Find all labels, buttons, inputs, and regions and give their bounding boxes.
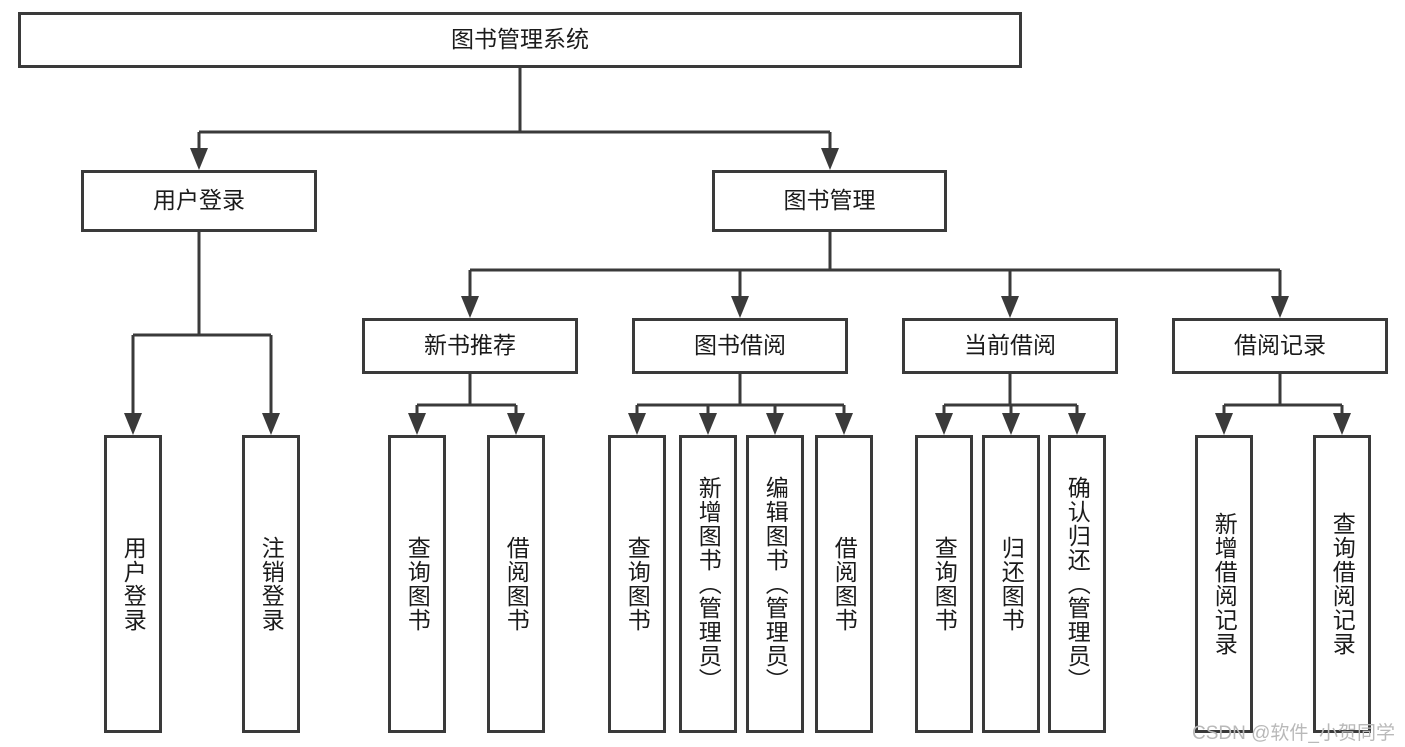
node-user-login-box[interactable] (81, 170, 317, 232)
node-book-borrow-label: 图书借阅 (694, 332, 786, 358)
arrow-group-book-borrow-3 (835, 413, 853, 435)
node-current-borrow-label: 当前借阅 (964, 332, 1056, 358)
leaf-return-book-box[interactable] (982, 435, 1040, 733)
arrow-group-book-borrow-0 (628, 413, 646, 435)
arrow-group-borrow-record-0 (1215, 413, 1233, 435)
node-new-book-recommend-label: 新书推荐 (424, 332, 516, 358)
node-new-book-recommend-box[interactable] (362, 318, 578, 374)
leaf-query-book-current-box[interactable] (915, 435, 973, 733)
node-book-management-box[interactable] (712, 170, 947, 232)
box-layer (18, 12, 1388, 733)
arrow-root-0 (190, 148, 208, 170)
arrow-group-borrow-record-1 (1333, 413, 1351, 435)
arrow-group-current-borrow-2 (1068, 413, 1086, 435)
node-root-system-box[interactable] (18, 12, 1022, 68)
leaf-user-login-box[interactable] (104, 435, 162, 733)
node-borrow-record-box[interactable] (1172, 318, 1388, 374)
connector-layer (124, 68, 1351, 435)
arrow-manage-1 (731, 296, 749, 318)
node-book-management-label: 图书管理 (784, 187, 876, 213)
node-book-borrow-box[interactable] (632, 318, 848, 374)
node-current-borrow-box[interactable] (902, 318, 1118, 374)
leaf-query-book-recommend-box[interactable] (388, 435, 446, 733)
leaf-query-borrow-record-box[interactable] (1313, 435, 1371, 733)
arrow-group-current-borrow-1 (1002, 413, 1020, 435)
node-root-system-label: 图书管理系统 (451, 26, 589, 52)
arrow-group-book-borrow-1 (699, 413, 717, 435)
node-borrow-record-label: 借阅记录 (1234, 332, 1326, 358)
leaf-add-borrow-record-box[interactable] (1195, 435, 1253, 733)
arrow-login-0 (124, 413, 142, 435)
arrow-login-1 (262, 413, 280, 435)
arrow-group-current-borrow-0 (935, 413, 953, 435)
csdn-watermark: CSDN @软件_小贺同学 (1192, 723, 1395, 744)
leaf-user-logout-box[interactable] (242, 435, 300, 733)
arrow-manage-2 (1001, 296, 1019, 318)
node-user-login-label: 用户登录 (153, 187, 245, 213)
leaf-borrow-book-recommend-box[interactable] (487, 435, 545, 733)
arrow-group-new-book-recommend-1 (507, 413, 525, 435)
arrow-group-book-borrow-2 (766, 413, 784, 435)
arrow-root-1 (821, 148, 839, 170)
leaf-borrow-book-borrow-box[interactable] (815, 435, 873, 733)
leaf-add-book-admin-box[interactable] (679, 435, 737, 733)
arrow-group-new-book-recommend-0 (408, 413, 426, 435)
leaf-confirm-return-admin-box[interactable] (1048, 435, 1106, 733)
arrow-manage-3 (1271, 296, 1289, 318)
arrow-manage-0 (461, 296, 479, 318)
leaf-query-book-borrow-box[interactable] (608, 435, 666, 733)
leaf-edit-book-admin-box[interactable] (746, 435, 804, 733)
